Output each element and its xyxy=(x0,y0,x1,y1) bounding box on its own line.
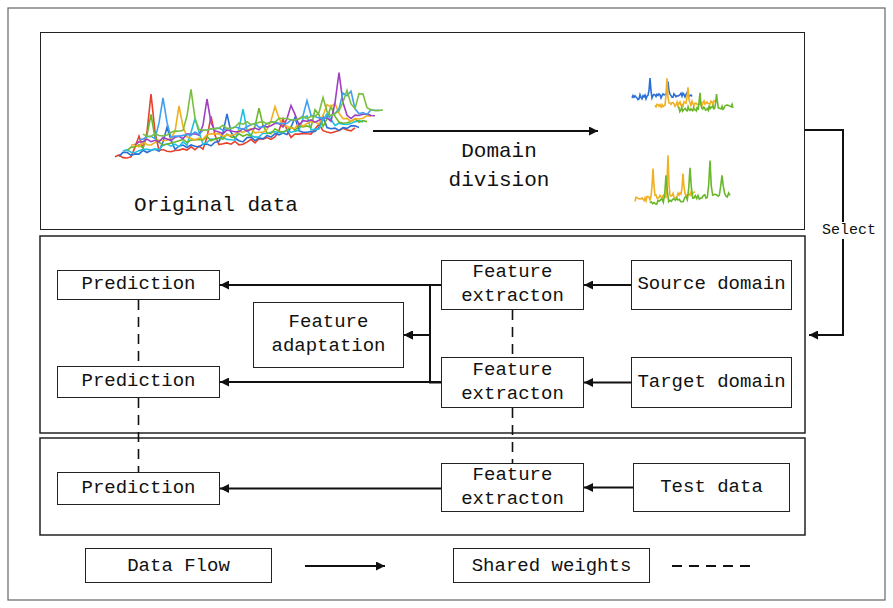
data-flow-arrow xyxy=(584,382,631,384)
legend-arrow-sample xyxy=(305,565,385,567)
select-label: Select xyxy=(820,222,878,239)
box-label: Feature extracton xyxy=(446,261,579,309)
process-box: Source domain xyxy=(631,260,792,310)
data-flow-arrow xyxy=(220,381,441,383)
shared-weights-line xyxy=(138,398,140,472)
process-box: Feature extracton xyxy=(441,357,584,408)
spectrum-line xyxy=(678,93,733,112)
legend-label: Shared weights xyxy=(472,555,632,577)
box-label: Prediction xyxy=(81,477,195,501)
data-flow-arrow xyxy=(584,487,633,489)
spectrum-line xyxy=(650,161,730,205)
shared-weights-line xyxy=(512,310,514,357)
process-box: Test data xyxy=(633,463,790,512)
outer-frame xyxy=(8,8,885,600)
process-box: Target domain xyxy=(631,357,792,408)
spectra xyxy=(115,73,733,205)
data-flow-arrow xyxy=(584,284,631,286)
data-flow-arrow xyxy=(220,488,441,490)
legend-box: Shared weights xyxy=(453,548,650,583)
spectrum-line xyxy=(143,89,383,136)
training-panel xyxy=(40,236,805,433)
spectrum-line xyxy=(127,106,367,151)
box-label: Test data xyxy=(660,476,763,500)
data-flow-arrow xyxy=(404,285,441,335)
adaptation-box: Feature adaptation xyxy=(253,302,404,368)
box-label: Feature extracton xyxy=(446,464,579,512)
box-label: Source domain xyxy=(637,273,785,297)
legend-dash-sample xyxy=(672,565,755,567)
process-box: Prediction xyxy=(57,472,220,505)
spectrum-line xyxy=(123,109,363,152)
legend-box: Data Flow xyxy=(85,548,272,583)
process-box: Feature extracton xyxy=(441,463,584,512)
data-flow-arrow xyxy=(404,335,441,383)
legend-label: Data Flow xyxy=(127,555,230,577)
box-label: Target domain xyxy=(637,371,785,395)
division-arrow xyxy=(373,130,598,132)
test-panel xyxy=(40,438,805,535)
box-label: Feature extracton xyxy=(446,359,579,407)
process-box: Prediction xyxy=(57,270,220,300)
spectrum-line xyxy=(139,91,379,139)
box-label: Prediction xyxy=(81,370,195,394)
shared-weights-line xyxy=(138,300,140,366)
data-panel: Original data Domain division xyxy=(40,32,805,230)
data-flow-arrow xyxy=(220,284,441,286)
panel-caption: Domain division xyxy=(424,137,574,196)
shared-weights-line xyxy=(512,408,514,463)
spectrum-line xyxy=(655,78,715,107)
box-label: Prediction xyxy=(81,273,195,297)
box-label: Feature adaptation xyxy=(258,311,399,359)
process-box: Feature extracton xyxy=(441,260,584,310)
process-box: Prediction xyxy=(57,366,220,398)
panel-caption: Original data xyxy=(86,191,346,220)
spectrum-line xyxy=(632,78,692,100)
